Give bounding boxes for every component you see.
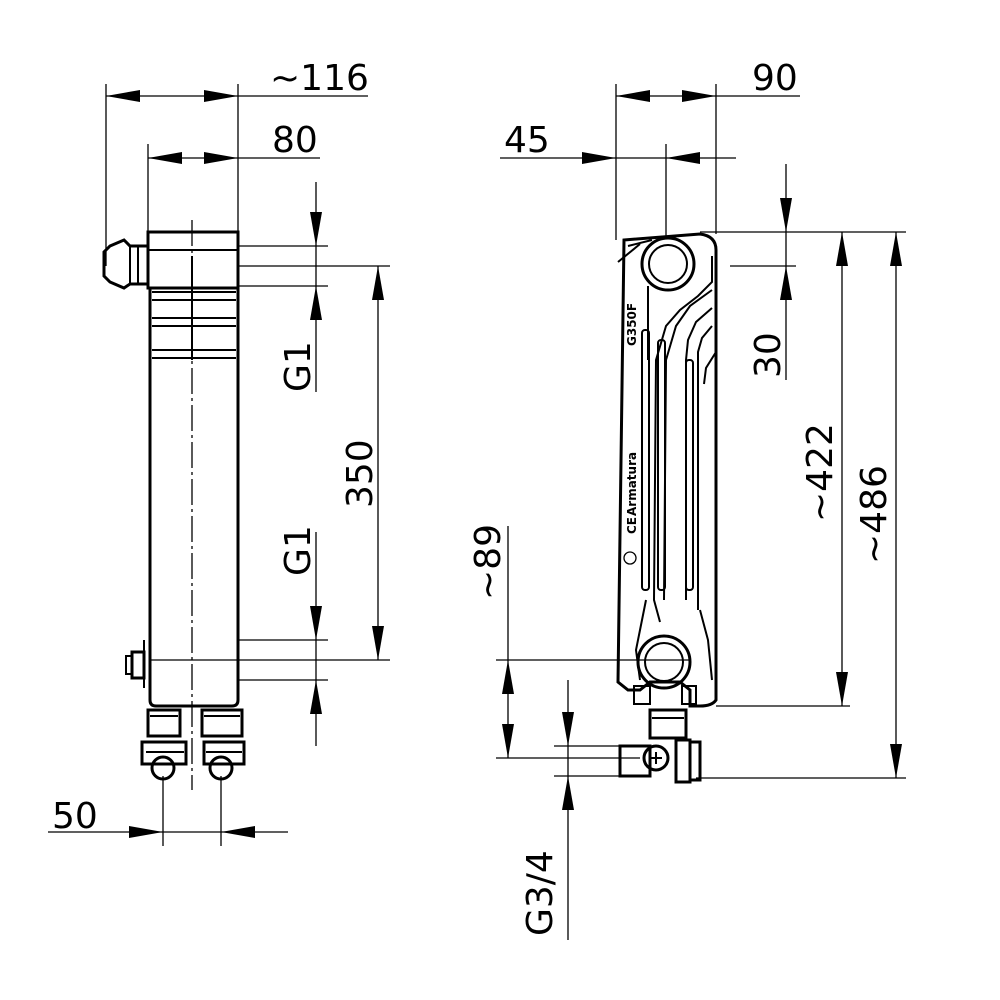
side-bottom-connection bbox=[636, 634, 692, 690]
dim-valve-thread: G3/4 bbox=[520, 850, 561, 936]
front-bottom-plug bbox=[130, 650, 146, 680]
dim-valve-spacing: 50 bbox=[52, 796, 98, 837]
brand-marking: Armatura bbox=[625, 452, 639, 516]
dim-thread-bottom: G1 bbox=[278, 525, 319, 576]
side-view: G350F Armatura CE bbox=[468, 58, 906, 940]
front-radiator-body bbox=[148, 286, 240, 708]
dim-top-to-axis: 30 bbox=[748, 332, 789, 378]
front-valves bbox=[140, 708, 246, 781]
side-top-connection bbox=[640, 236, 696, 292]
dim-height-body: ~422 bbox=[800, 423, 841, 522]
dim-side-depth-total: 90 bbox=[752, 58, 798, 99]
dim-height-total: ~486 bbox=[854, 465, 895, 564]
dim-connection-height: ~89 bbox=[468, 524, 509, 600]
front-side-plug bbox=[102, 238, 148, 290]
dim-axis-distance: 350 bbox=[340, 439, 381, 508]
front-view: ~116 80 G1 350 G1 50 bbox=[48, 58, 390, 846]
dim-front-width-total: ~116 bbox=[270, 58, 369, 99]
ce-marking: CE bbox=[625, 517, 639, 534]
dim-front-width-body: 80 bbox=[272, 120, 318, 161]
side-valve bbox=[618, 708, 702, 784]
certification-icon bbox=[623, 551, 637, 565]
model-marking: G350F bbox=[625, 303, 639, 346]
dim-thread-top: G1 bbox=[278, 341, 319, 392]
dim-side-offset: 45 bbox=[504, 120, 550, 161]
